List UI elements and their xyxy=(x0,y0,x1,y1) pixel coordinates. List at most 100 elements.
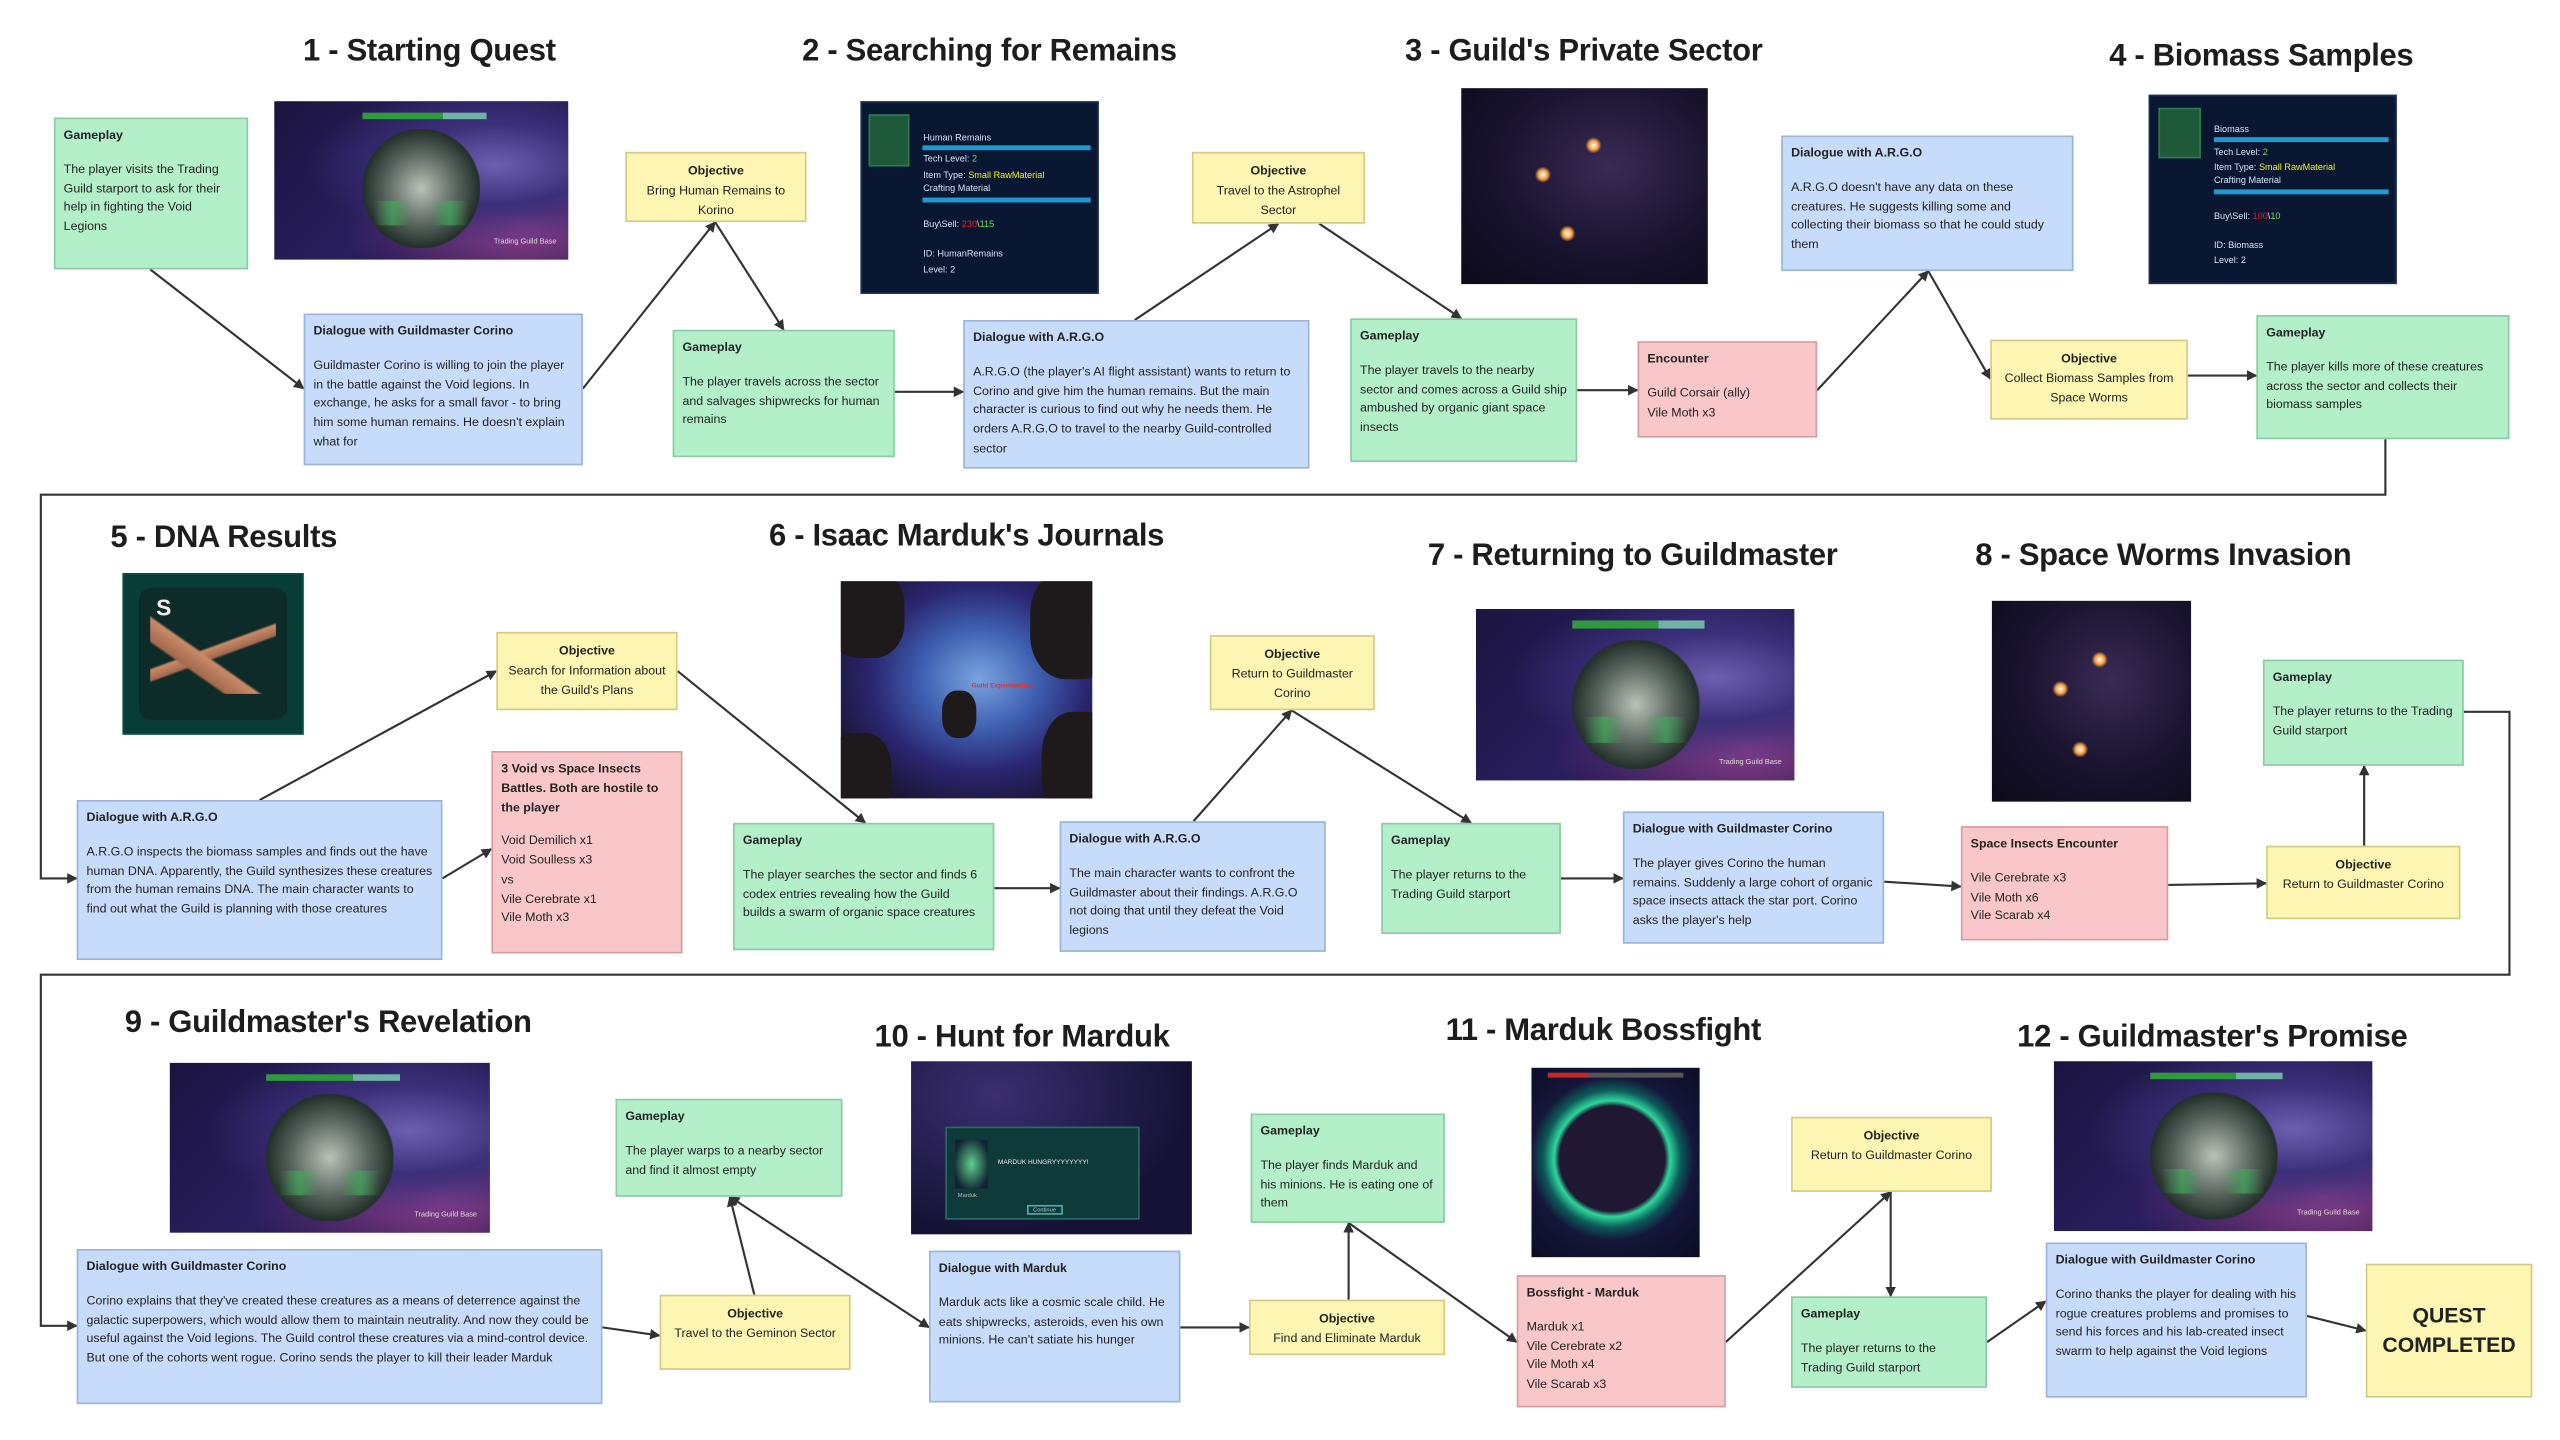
node-body: The player finds Marduk and his minions.… xyxy=(1260,1157,1433,1211)
node-heading: Gameplay xyxy=(63,127,123,143)
enemy-label: Guild Experiments 3 xyxy=(971,681,1035,690)
explosion-icon xyxy=(1559,225,1577,242)
node-heading: Objective xyxy=(1264,646,1321,662)
encounter-node[interactable]: 3 Void vs Space Insects Battles. Both ar… xyxy=(491,751,683,954)
section-title: 7 - Returning to Guildmaster xyxy=(1427,538,1838,574)
node-body: The player kills more of these creatures… xyxy=(2266,358,2484,412)
connector-arrow xyxy=(602,1326,661,1340)
continue-button[interactable]: Continue xyxy=(1026,1204,1063,1215)
node-body: Bring Human Remains to Korino xyxy=(646,182,786,217)
space-station-screenshot: Trading Guild Base xyxy=(1475,608,1795,781)
connector-arrow xyxy=(1192,709,1293,822)
node-heading: Gameplay xyxy=(2272,669,2333,685)
node-body: A.R.G.O (the player's AI flight assistan… xyxy=(973,363,1291,456)
asteroid-icon xyxy=(1029,581,1093,679)
sell-price: 10 xyxy=(2270,211,2281,222)
node-body: Return to Guildmaster Corino xyxy=(2282,876,2444,892)
asteroid-icon xyxy=(1041,711,1093,799)
node-heading: QUEST COMPLETED xyxy=(2382,1303,2516,1357)
price: Buy\Sell: 100\10 xyxy=(2213,211,2281,222)
dialogue-message: MARDUK HUNGRYYYYYYYY! xyxy=(997,1157,1089,1166)
tech-level-value: 2 xyxy=(971,155,978,166)
explosion-icon xyxy=(1584,137,1601,154)
node-heading: Dialogue with A.R.G.O xyxy=(86,809,218,825)
node-heading: Dialogue with A.R.G.O xyxy=(1791,145,1923,161)
buy-price: 100 xyxy=(2252,211,2268,222)
connector-arrow xyxy=(1347,1222,1518,1343)
section-title: 10 - Hunt for Marduk xyxy=(874,1020,1170,1055)
node-line: Marduk x1 xyxy=(1526,1318,1585,1334)
item-type-2: Crafting Material xyxy=(923,184,991,195)
connector-arrow xyxy=(2306,1314,2367,1334)
item-type-value: Small RawMaterial xyxy=(2258,163,2336,174)
section-title: 5 - DNA Results xyxy=(110,520,338,556)
final-node[interactable]: QUEST COMPLETED xyxy=(2365,1263,2533,1398)
node-heading: Objective xyxy=(1319,1311,1375,1326)
price: Buy\Sell: 230\115 xyxy=(923,220,995,231)
connector-arrow xyxy=(1884,880,1962,892)
station-label: Trading Guild Base xyxy=(2296,1207,2360,1216)
space-station-icon xyxy=(362,129,481,249)
node-heading: Gameplay xyxy=(682,339,742,355)
nebula-battle-screenshot: Guild Experiments 3 xyxy=(840,581,1093,799)
dna-skeleton-screenshot: S xyxy=(122,573,304,735)
item-type: Item Type: Small RawMaterial xyxy=(2213,163,2336,174)
item-name: Biomass xyxy=(2213,126,2249,136)
divider xyxy=(2213,189,2388,195)
node-body: Return to Guildmaster Corino xyxy=(1231,665,1353,700)
node-line: vs xyxy=(501,871,514,887)
node-body: Return to Guildmaster Corino xyxy=(1810,1147,1973,1163)
node-body: Travel to the Geminon Sector xyxy=(674,1325,836,1341)
tech-level: Tech Level: 2 xyxy=(923,155,978,166)
health-bar xyxy=(1571,620,1706,628)
divider xyxy=(923,144,1091,150)
item-id: ID: Biomass xyxy=(2213,241,2264,252)
node-body: The player visits the Trading Guild star… xyxy=(63,161,221,234)
node-line: Vile Moth x3 xyxy=(501,910,570,925)
node-body: Find and Eliminate Marduk xyxy=(1273,1330,1421,1345)
health-bar xyxy=(2149,1073,2284,1080)
node-body: Corino explains that they've created the… xyxy=(86,1292,589,1366)
item-slot-icon xyxy=(869,114,910,167)
connector-arrow xyxy=(1290,709,1472,824)
node-heading: Dialogue with Guildmaster Corino xyxy=(313,323,514,338)
tech-level: Tech Level: 2 xyxy=(2213,148,2268,159)
buy-price: 230 xyxy=(961,220,978,231)
connector-arrow xyxy=(676,670,867,824)
node-heading: Bossfight - Marduk xyxy=(1526,1284,1639,1300)
connector-arrow xyxy=(1725,1191,1892,1343)
